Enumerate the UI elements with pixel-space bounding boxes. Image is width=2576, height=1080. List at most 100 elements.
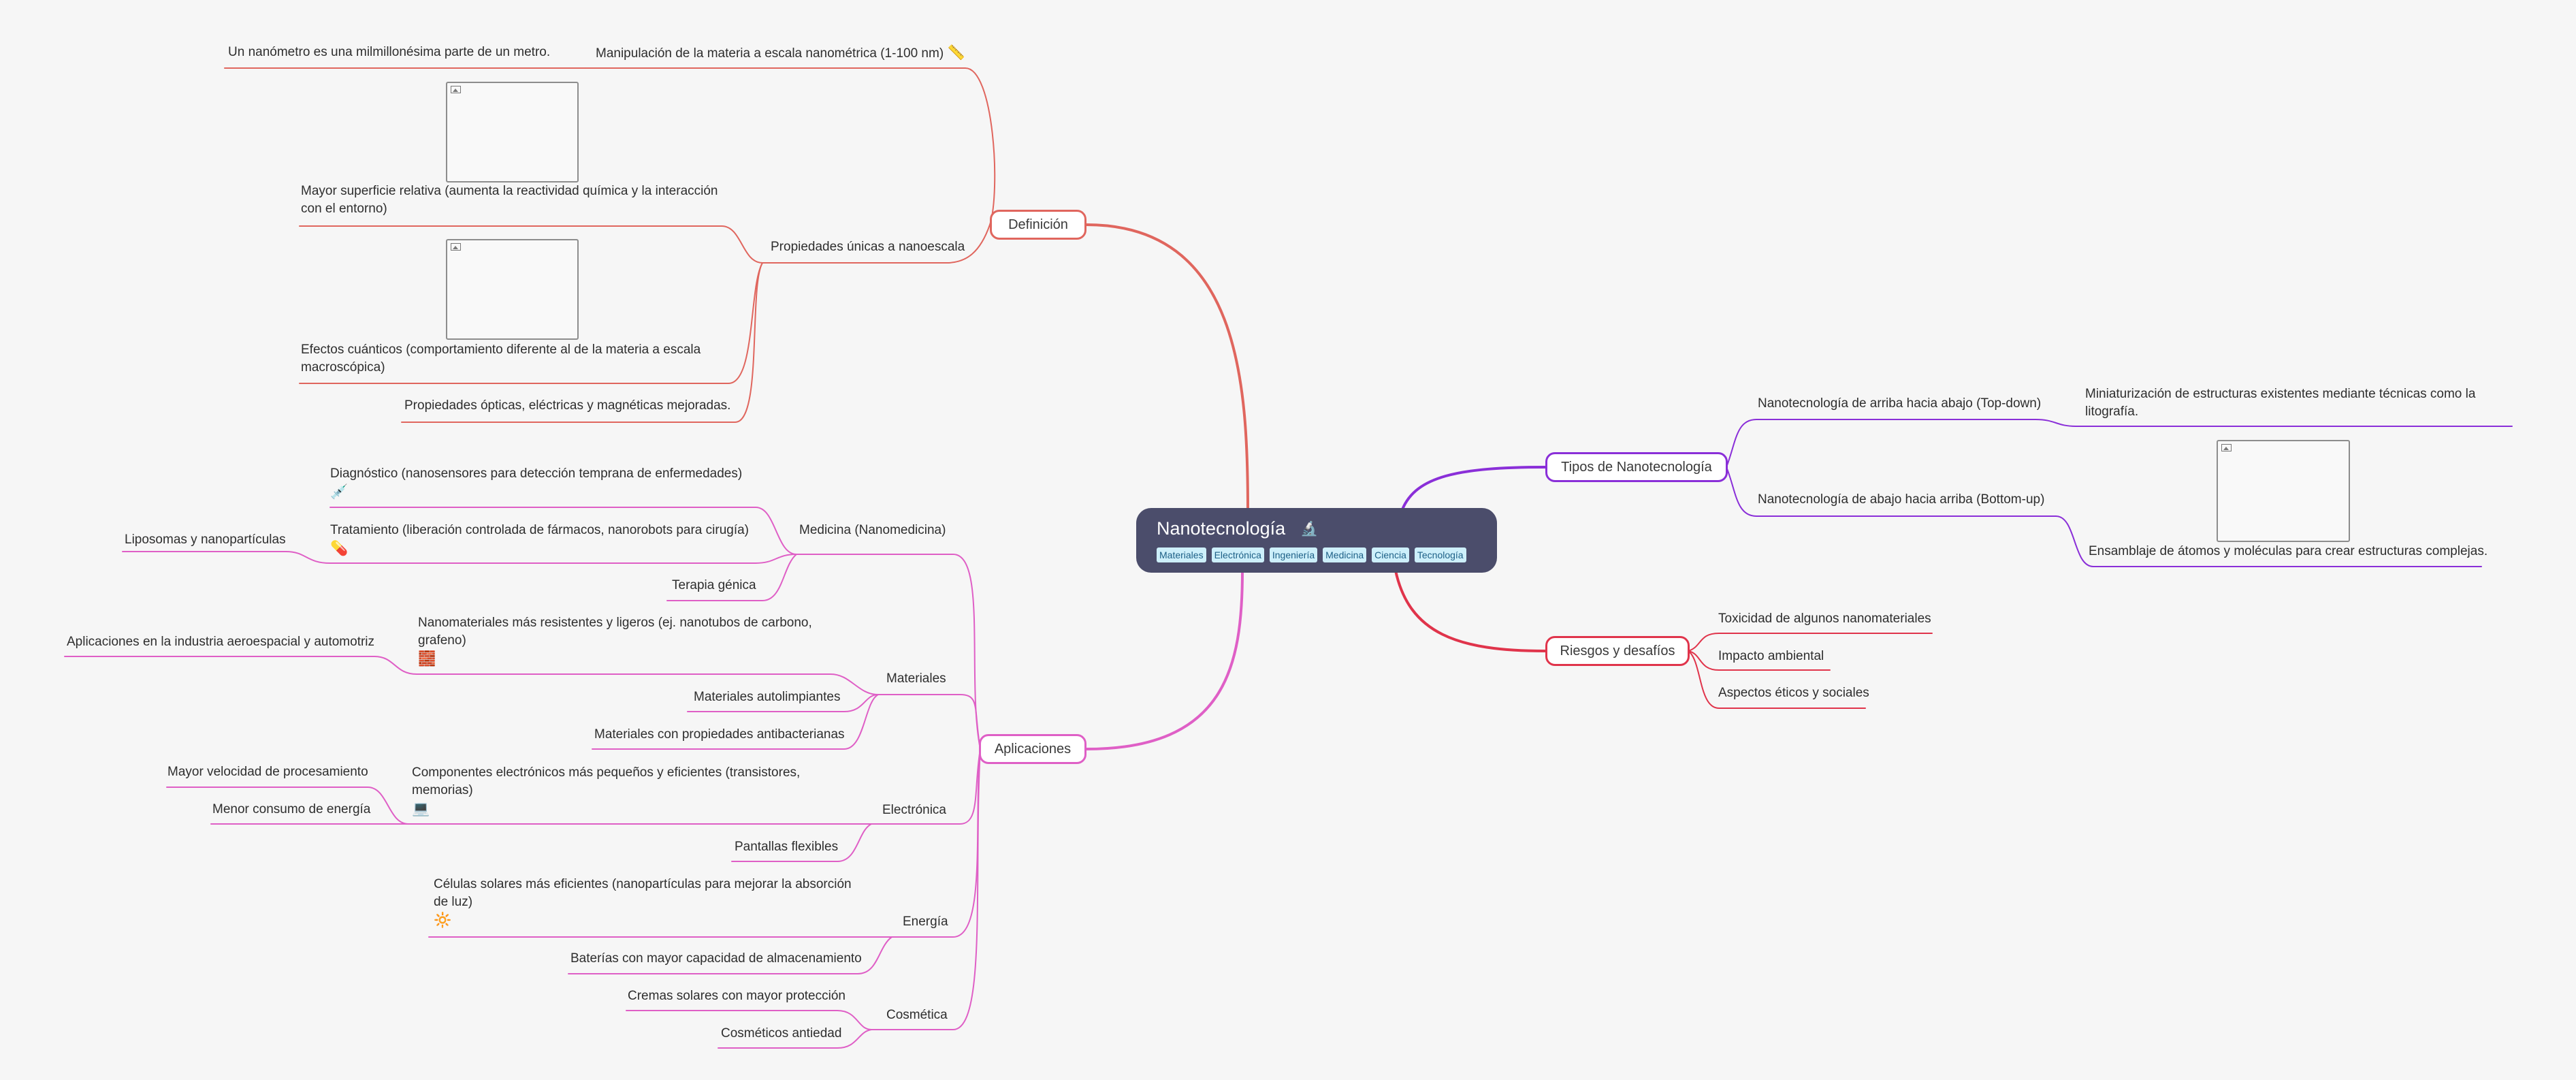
- node-definicion-label: Definición: [1008, 217, 1068, 232]
- microscope-icon: 🔬: [1300, 520, 1319, 537]
- topic-liposomas[interactable]: Liposomas y nanopartículas: [125, 533, 286, 547]
- topic-tratamiento-label: Tratamiento (liberación controlada de fá…: [330, 523, 750, 537]
- link-liposomas: [122, 551, 331, 564]
- topic-resistentes[interactable]: Nanomateriales más resistentes y ligeros…: [418, 614, 826, 669]
- link-velocidad: [166, 787, 409, 825]
- image-placeholder-3: [2217, 440, 2350, 542]
- topic-materiales[interactable]: Materiales: [886, 671, 946, 686]
- topic-cremas[interactable]: Cremas solares con mayor protección: [628, 989, 846, 1003]
- topic-velocidad[interactable]: Mayor velocidad de procesamiento: [167, 765, 368, 779]
- topic-cosmetica[interactable]: Cosmética: [886, 1008, 948, 1022]
- link-toxicidad: [1688, 633, 1933, 652]
- topic-manipulacion[interactable]: Manipulación de la materia a escala nano…: [596, 44, 965, 63]
- link-aeroespacial: [64, 656, 417, 675]
- topic-antibacterianas[interactable]: Materiales con propiedades antibacterian…: [594, 727, 845, 742]
- topic-tratamiento[interactable]: Tratamiento (liberación controlada de fá…: [330, 522, 749, 558]
- link-topdown: [1726, 419, 2036, 468]
- topic-opticas[interactable]: Propiedades ópticas, eléctricas y magnét…: [404, 398, 731, 413]
- link-bottomup-desc: [2055, 515, 2482, 567]
- central-title: Nanotecnología: [1157, 518, 1286, 539]
- link-propiedades: [762, 224, 991, 264]
- broken-image-icon: [2221, 444, 2232, 451]
- topic-celulas[interactable]: Células solares más eficientes (nanopart…: [434, 876, 863, 930]
- tag-list: Materiales Electrónica Ingeniería Medici…: [1157, 547, 1477, 562]
- link-resistentes: [416, 673, 879, 695]
- topic-componentes-label: Componentes electrónicos más pequeños y …: [412, 765, 801, 797]
- node-definicion[interactable]: Definición: [990, 210, 1086, 240]
- link-tipos: [1401, 466, 1547, 511]
- topic-nanometro[interactable]: Un nanómetro es una milmillonésima parte…: [228, 45, 551, 59]
- topic-propiedades[interactable]: Propiedades únicas a nanoescala: [771, 240, 965, 254]
- link-materiales: [878, 694, 981, 750]
- topic-impacto[interactable]: Impacto ambiental: [1718, 649, 1824, 663]
- topic-bottomup-desc[interactable]: Ensamblaje de átomos y moléculas para cr…: [2089, 544, 2488, 558]
- tag-tecnologia[interactable]: Tecnología: [1414, 547, 1466, 562]
- link-antiedad: [718, 1029, 872, 1049]
- topic-manipulacion-label: Manipulación de la materia a escala nano…: [596, 46, 944, 61]
- topic-topdown-desc[interactable]: Miniaturización de estructuras existente…: [2085, 387, 2476, 419]
- link-electronica: [871, 748, 981, 825]
- topic-bottomup[interactable]: Nanotecnología de abajo hacia arriba (Bo…: [1758, 492, 2045, 507]
- link-cremas: [626, 1010, 872, 1030]
- link-impacto: [1688, 650, 1831, 671]
- link-tratamiento: [329, 554, 797, 564]
- syringe-icon: 💉: [330, 483, 349, 500]
- link-aplicaciones: [1085, 569, 1244, 750]
- topic-eticos[interactable]: Aspectos éticos y sociales: [1718, 686, 1869, 700]
- link-autolimpiantes: [687, 694, 879, 712]
- link-bottomup: [1726, 466, 2057, 517]
- topic-topdown[interactable]: Nanotecnología de arriba hacia abajo (To…: [1758, 396, 2042, 411]
- topic-diagnostico[interactable]: Diagnóstico (nanosensores para detección…: [330, 465, 742, 502]
- topic-resistentes-label: Nanomateriales más resistentes y ligeros…: [418, 616, 812, 648]
- topic-aeroespacial[interactable]: Aplicaciones en la industria aeroespacia…: [67, 635, 375, 649]
- topic-electronica[interactable]: Electrónica: [882, 803, 946, 817]
- tag-ingenieria[interactable]: Ingeniería: [1269, 547, 1318, 562]
- topic-celulas-label: Células solares más eficientes (nanopart…: [434, 877, 852, 909]
- node-riesgos[interactable]: Riesgos y desafíos: [1545, 636, 1690, 666]
- link-antibacterianas: [592, 694, 879, 750]
- link-riesgos: [1394, 569, 1547, 652]
- node-tipos-label: Tipos de Nanotecnología: [1561, 459, 1712, 475]
- topic-terapia[interactable]: Terapia génica: [672, 578, 756, 592]
- topic-consumo[interactable]: Menor consumo de energía: [212, 802, 371, 816]
- link-cosmetica: [871, 748, 981, 1030]
- topic-toxicidad[interactable]: Toxicidad de algunos nanomateriales: [1718, 612, 1931, 626]
- link-manipulacion: [585, 67, 996, 225]
- tag-materiales[interactable]: Materiales: [1157, 547, 1206, 562]
- broken-image-icon: [451, 86, 461, 93]
- topic-antiedad[interactable]: Cosméticos antiedad: [721, 1026, 842, 1041]
- topic-pantallas[interactable]: Pantallas flexibles: [735, 840, 839, 854]
- brick-icon: 🧱: [418, 650, 436, 667]
- topic-autolimpiantes[interactable]: Materiales autolimpiantes: [694, 690, 841, 704]
- tag-medicina[interactable]: Medicina: [1323, 547, 1367, 562]
- link-pantallas: [731, 823, 872, 862]
- node-aplicaciones-label: Aplicaciones: [994, 741, 1072, 757]
- image-placeholder-2: [446, 239, 579, 340]
- link-diagnostico: [329, 507, 797, 555]
- topic-cuanticos[interactable]: Efectos cuánticos (comportamiento difere…: [301, 343, 701, 375]
- link-topdown-desc: [2035, 419, 2513, 427]
- node-aplicaciones[interactable]: Aplicaciones: [979, 734, 1086, 764]
- topic-energia[interactable]: Energía: [903, 915, 948, 929]
- topic-baterias[interactable]: Baterías con mayor capacidad de almacena…: [570, 951, 862, 966]
- central-topic[interactable]: Nanotecnología 🔬 Materiales Electrónica …: [1136, 508, 1497, 573]
- link-baterias: [568, 936, 892, 974]
- node-riesgos-label: Riesgos y desafíos: [1560, 643, 1675, 658]
- link-definicion: [1085, 223, 1249, 512]
- tag-electronica[interactable]: Electrónica: [1211, 547, 1264, 562]
- topic-medicina[interactable]: Medicina (Nanomedicina): [799, 523, 946, 537]
- topic-diagnostico-label: Diagnóstico (nanosensores para detección…: [330, 466, 743, 481]
- topic-componentes[interactable]: Componentes electrónicos más pequeños y …: [412, 764, 834, 819]
- link-energia: [891, 748, 981, 938]
- image-placeholder-1: [446, 82, 579, 182]
- link-superficie: [299, 225, 763, 264]
- ruler-icon: 📏: [947, 44, 965, 61]
- tag-ciencia[interactable]: Ciencia: [1372, 547, 1409, 562]
- broken-image-icon: [451, 243, 461, 251]
- node-tipos[interactable]: Tipos de Nanotecnología: [1545, 452, 1728, 482]
- laptop-icon: 💻: [412, 800, 430, 816]
- link-terapia: [666, 554, 797, 601]
- topic-superficie[interactable]: Mayor superficie relativa (aumenta la re…: [301, 184, 718, 216]
